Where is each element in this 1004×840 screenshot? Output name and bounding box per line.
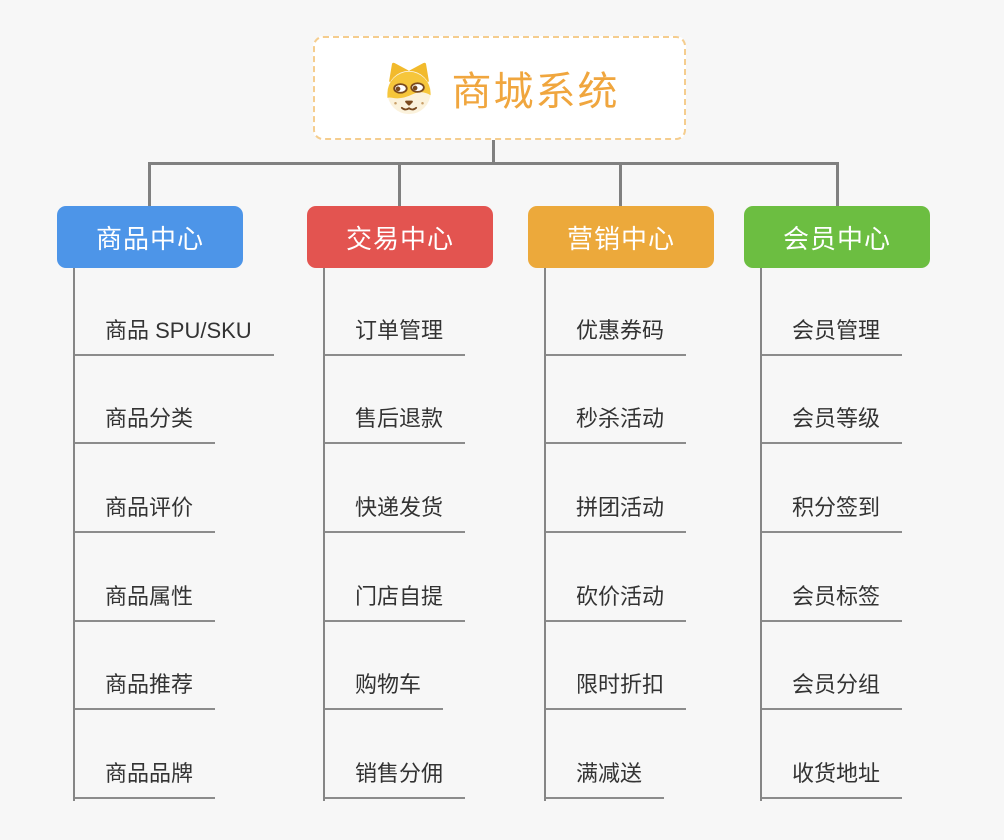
branch-items-member-center: 会员管理 会员等级 积分签到 会员标签 会员分组 收货地址 bbox=[760, 267, 1004, 801]
mindmap-item[interactable]: 秒杀活动 bbox=[544, 356, 804, 445]
item-label: 收货地址 bbox=[760, 756, 903, 800]
mindmap-item[interactable]: 限时折扣 bbox=[544, 622, 804, 711]
connector-bus bbox=[148, 162, 839, 165]
mindmap-item[interactable]: 会员等级 bbox=[760, 356, 1004, 445]
item-label: 优惠券码 bbox=[544, 313, 687, 356]
mindmap-item[interactable]: 售后退款 bbox=[323, 356, 583, 445]
branch-items-trade-center: 订单管理 售后退款 快递发货 门店自提 购物车 销售分佣 bbox=[323, 267, 583, 801]
branch-header-trade-center[interactable]: 交易中心 bbox=[307, 206, 493, 268]
mindmap-item[interactable]: 满减送 bbox=[544, 710, 804, 800]
mindmap-item[interactable]: 砍价活动 bbox=[544, 533, 804, 622]
item-label: 会员等级 bbox=[760, 401, 903, 445]
connector-drop-product bbox=[148, 162, 151, 206]
branch-label: 商品中心 bbox=[95, 223, 204, 254]
connector-spine bbox=[760, 268, 762, 801]
item-label: 售后退款 bbox=[323, 401, 466, 445]
connector-spine bbox=[323, 268, 325, 801]
mindmap-item[interactable]: 订单管理 bbox=[323, 267, 583, 356]
branch-label: 会员中心 bbox=[782, 223, 891, 254]
connector-drop-member bbox=[836, 162, 839, 206]
mindmap-item[interactable]: 商品推荐 bbox=[73, 622, 333, 711]
mindmap-item[interactable]: 商品分类 bbox=[73, 356, 333, 445]
connector-spine bbox=[544, 268, 546, 801]
item-label: 会员管理 bbox=[760, 313, 903, 356]
mindmap-item[interactable]: 商品评价 bbox=[73, 444, 333, 534]
connector-spine bbox=[73, 268, 75, 801]
item-label: 门店自提 bbox=[323, 579, 466, 622]
mindmap-item[interactable]: 商品属性 bbox=[73, 533, 333, 622]
item-label: 限时折扣 bbox=[544, 667, 687, 711]
item-label: 商品评价 bbox=[73, 490, 216, 534]
branch-header-product-center[interactable]: 商品中心 bbox=[57, 206, 243, 268]
item-label: 购物车 bbox=[323, 667, 444, 711]
connector-drop-trade bbox=[398, 162, 401, 206]
branch-label: 交易中心 bbox=[345, 223, 454, 254]
mindmap-item[interactable]: 会员标签 bbox=[760, 533, 1004, 622]
mindmap-item[interactable]: 收货地址 bbox=[760, 710, 1004, 800]
root-node[interactable]: 商城系统 bbox=[313, 36, 686, 140]
mindmap-item[interactable]: 商品 SPU/SKU bbox=[73, 267, 333, 356]
mindmap-item[interactable]: 会员管理 bbox=[760, 267, 1004, 356]
mindmap-item[interactable]: 积分签到 bbox=[760, 444, 1004, 534]
item-label: 商品推荐 bbox=[73, 667, 216, 711]
item-label: 会员标签 bbox=[760, 579, 903, 622]
mindmap-item[interactable]: 快递发货 bbox=[323, 444, 583, 534]
root-title: 商城系统 bbox=[451, 70, 620, 114]
item-label: 商品 SPU/SKU bbox=[73, 313, 274, 356]
item-label: 满减送 bbox=[544, 756, 665, 800]
item-label: 拼团活动 bbox=[544, 490, 687, 534]
item-label: 会员分组 bbox=[760, 667, 903, 711]
doge-icon bbox=[386, 62, 431, 115]
branch-items-product-center: 商品 SPU/SKU 商品分类 商品评价 商品属性 商品推荐 商品品牌 bbox=[73, 267, 333, 801]
connector-root-stem bbox=[492, 140, 495, 165]
mindmap-item[interactable]: 购物车 bbox=[323, 622, 583, 711]
mindmap-item[interactable]: 拼团活动 bbox=[544, 444, 804, 534]
item-label: 商品分类 bbox=[73, 401, 216, 445]
branch-header-marketing-center[interactable]: 营销中心 bbox=[528, 206, 714, 268]
item-label: 销售分佣 bbox=[323, 756, 466, 800]
mindmap-item[interactable]: 会员分组 bbox=[760, 622, 1004, 711]
item-label: 商品品牌 bbox=[73, 756, 216, 800]
item-label: 积分签到 bbox=[760, 490, 903, 534]
item-label: 砍价活动 bbox=[544, 579, 687, 622]
mindmap-item[interactable]: 商品品牌 bbox=[73, 710, 333, 800]
mindmap-item[interactable]: 门店自提 bbox=[323, 533, 583, 622]
mindmap-item[interactable]: 优惠券码 bbox=[544, 267, 804, 356]
connector-drop-marketing bbox=[619, 162, 622, 206]
item-label: 快递发货 bbox=[323, 490, 466, 534]
branch-header-member-center[interactable]: 会员中心 bbox=[744, 206, 930, 268]
branch-items-marketing-center: 优惠券码 秒杀活动 拼团活动 砍价活动 限时折扣 满减送 bbox=[544, 267, 804, 801]
item-label: 秒杀活动 bbox=[544, 401, 687, 445]
item-label: 订单管理 bbox=[323, 313, 466, 356]
mindmap-item[interactable]: 销售分佣 bbox=[323, 710, 583, 800]
branch-label: 营销中心 bbox=[566, 223, 675, 254]
item-label: 商品属性 bbox=[73, 579, 216, 622]
